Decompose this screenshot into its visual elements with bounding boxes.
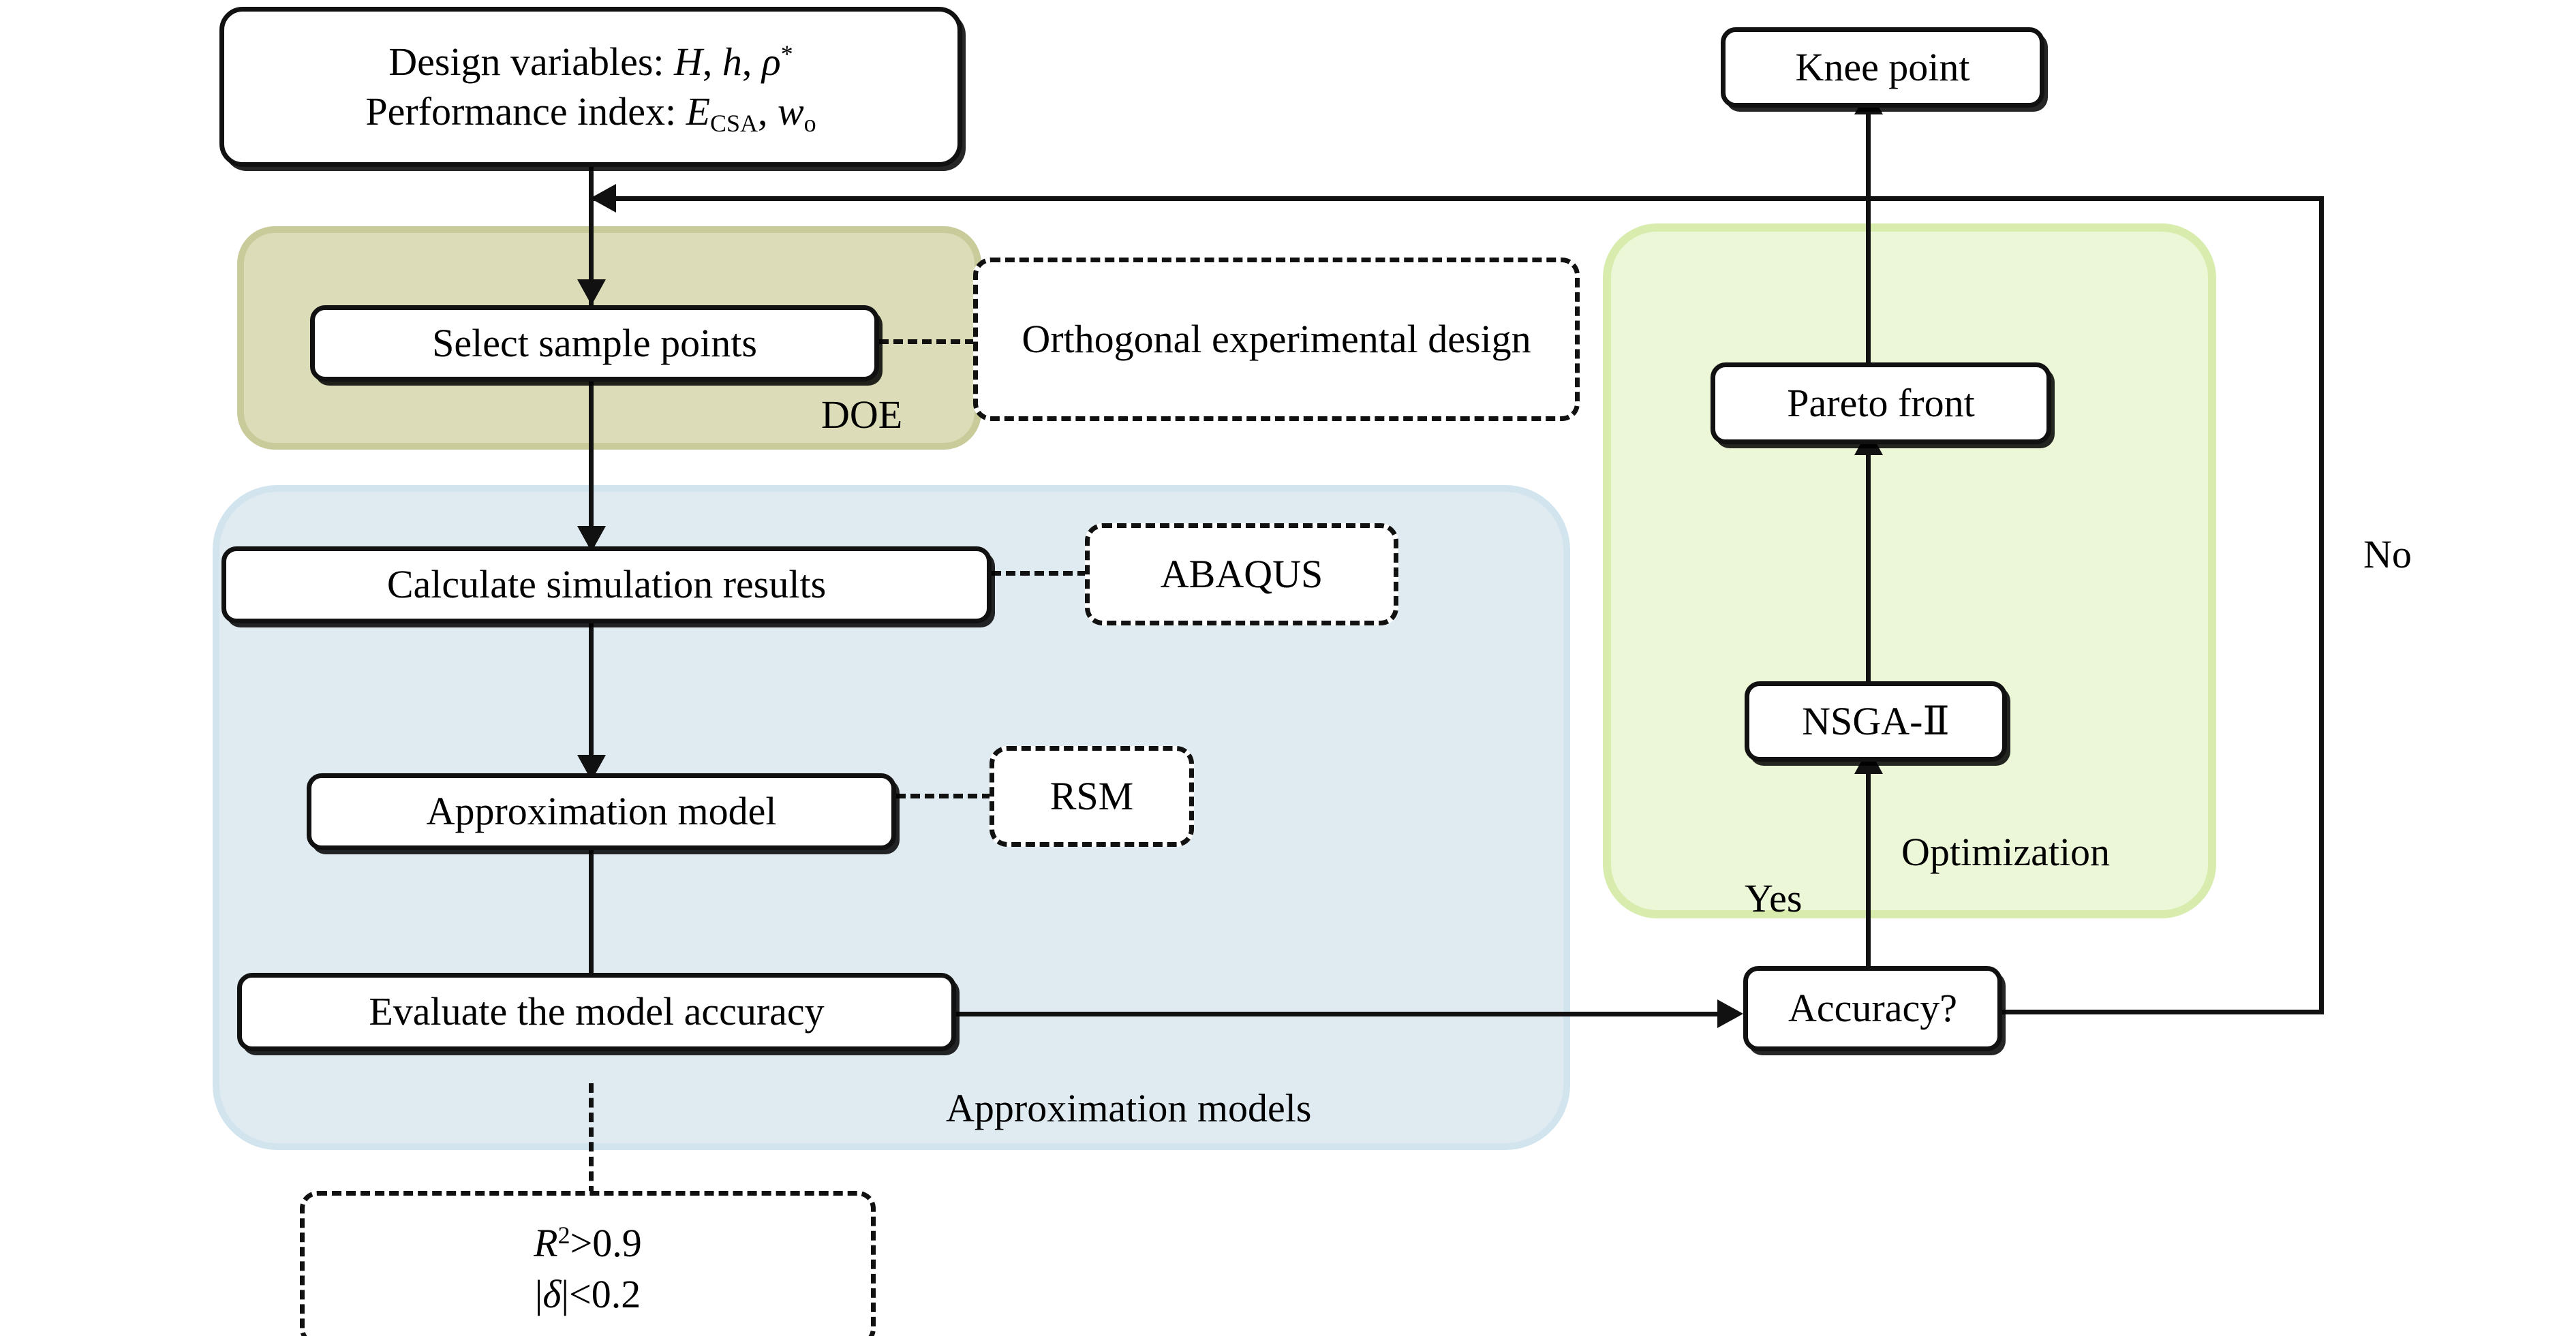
node-accuracy-decision[interactable]: Accuracy? [1743, 966, 2002, 1051]
edge-label-no: No [2363, 532, 2412, 576]
edge-select-to-calculate [589, 382, 594, 552]
edge-pareto-to-knee [1866, 109, 1871, 399]
criteria-line-2: |δ|<0.2 [534, 1272, 641, 1316]
annotation-abaqus[interactable]: ABAQUS [1085, 523, 1398, 625]
annotation-orthogonal-experimental-design[interactable]: Orthogonal experimental design [973, 258, 1580, 421]
panel-doe-label: DOE [821, 392, 903, 437]
edge-calculate-to-abaqus [992, 571, 1087, 576]
inputs-line-2: Performance index: ECSA, wo [365, 89, 816, 137]
edge-label-yes: Yes [1745, 876, 1803, 920]
node-evaluate-model-accuracy[interactable]: Evaluate the model accuracy [237, 973, 956, 1051]
node-calculate-simulation-results[interactable]: Calculate simulation results [221, 546, 992, 623]
edge-inputs-to-select [589, 167, 594, 307]
panel-approximation-models-label: Approximation models [946, 1086, 1312, 1130]
edge-evaluate-to-accuracy [954, 1012, 1738, 1016]
edge-accuracy-no-right [1997, 1010, 2324, 1014]
edge-approx-to-rsm [896, 794, 992, 798]
node-pareto-front[interactable]: Pareto front [1711, 362, 2051, 444]
node-approximation-model[interactable]: Approximation model [307, 773, 896, 850]
arrowhead-no-into-main-flow [590, 184, 616, 213]
edge-calculate-to-approx [589, 623, 594, 780]
panel-optimization-label: Optimization [1901, 830, 2111, 874]
edge-accuracy-yes-to-nsga [1866, 770, 1871, 988]
node-nsga-ii[interactable]: NSGA-Ⅱ [1745, 681, 2007, 762]
edge-nsga-to-pareto [1866, 450, 1871, 702]
node-inputs-text: Design variables: H, h, ρ* Performance i… [353, 37, 828, 137]
edge-accuracy-no-up [2319, 196, 2324, 1014]
edge-accuracy-no-back-to-inputs [593, 196, 2324, 201]
node-inputs[interactable]: Design variables: H, h, ρ* Performance i… [219, 7, 962, 167]
annotation-rsm[interactable]: RSM [990, 746, 1194, 847]
edge-evaluate-to-criteria [589, 1083, 594, 1196]
criteria-line-1: R2>0.9 [534, 1220, 642, 1265]
arrowhead-evaluate-to-accuracy [1717, 999, 1743, 1028]
node-select-sample-points[interactable]: Select sample points [310, 305, 879, 382]
panel-optimization [1603, 223, 2216, 918]
edge-select-to-orthogonal [879, 339, 975, 344]
annotation-accuracy-criteria-text: R2>0.9 |δ|<0.2 [521, 1217, 654, 1320]
inputs-line-1: Design variables: H, h, ρ* [388, 40, 793, 84]
annotation-accuracy-criteria[interactable]: R2>0.9 |δ|<0.2 [300, 1191, 876, 1336]
arrowhead-inputs-to-select [577, 279, 606, 305]
edge-approx-to-evaluate [589, 850, 594, 1014]
node-knee-point[interactable]: Knee point [1721, 27, 2044, 108]
